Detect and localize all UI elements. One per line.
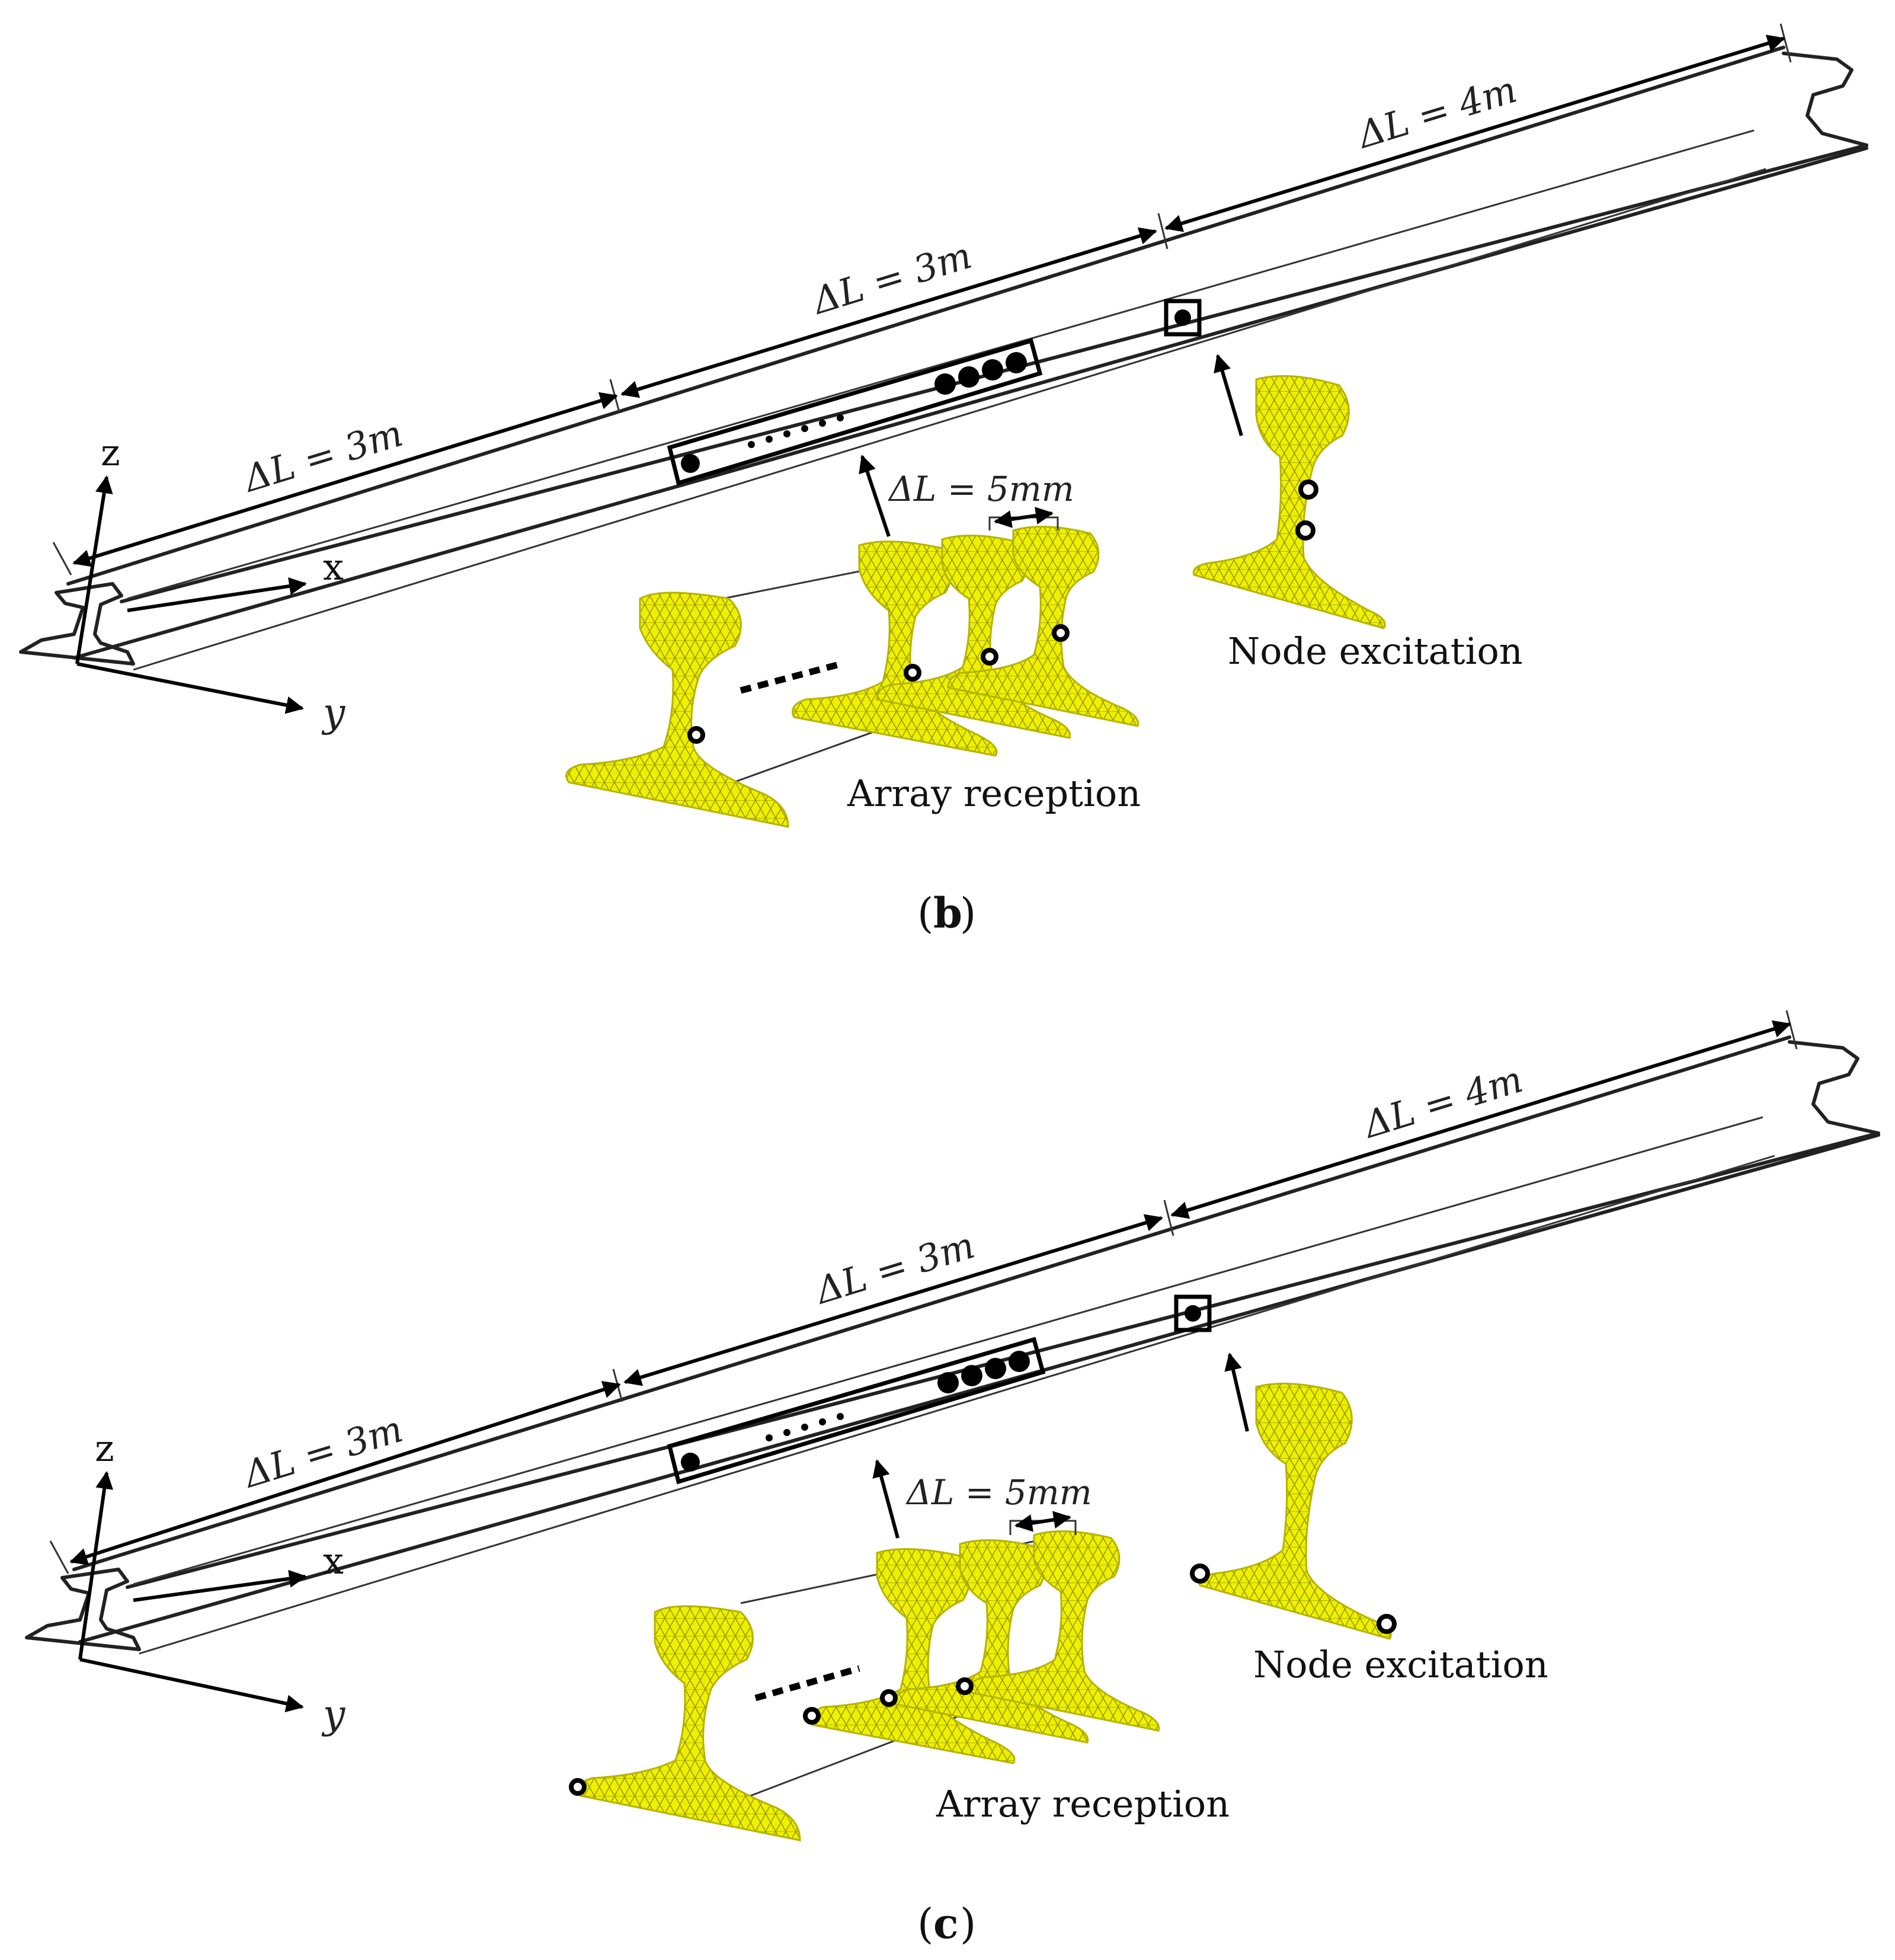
excitation-section (1190, 1382, 1397, 1640)
y-axis-arrow (76, 662, 304, 714)
panel-b: z x y ΔL = 3m ΔL = 3m ΔL = 4m (19, 23, 1868, 938)
array-sections: ΔL = 5mm (565, 469, 1139, 828)
y-axis-label: y (321, 1692, 345, 1737)
svg-text:): ) (960, 889, 976, 938)
x-axis-label: x (323, 1539, 344, 1582)
excitation-label: Node excitation (1228, 629, 1523, 673)
array-sections: ΔL = 5mm (569, 1472, 1160, 1841)
segment-1-dimension (69, 1381, 621, 1565)
segment-3-dimension (1164, 34, 1785, 232)
excitation-node-1 (1190, 1563, 1210, 1584)
reception-arrow (859, 455, 891, 537)
segment-3-dimension (1170, 1020, 1791, 1219)
receiver-array-box (667, 1336, 1046, 1485)
reception-label: Array reception (936, 1782, 1230, 1825)
spacing-label: ΔL = 5mm (888, 469, 1074, 509)
segment-1-label: ΔL = 3m (238, 1407, 408, 1497)
segment-2-dimension (620, 227, 1157, 398)
segment-2-dimension (623, 1214, 1163, 1386)
reception-arrow (872, 1459, 900, 1539)
segment-3-label: ΔL = 4m (1358, 1057, 1528, 1147)
x-axis-arrow (133, 1569, 307, 1602)
panel-c: z x y ΔL = 3m ΔL = 3m ΔL = 4m (25, 1010, 1880, 1948)
y-axis-label: y (321, 690, 345, 736)
excitation-arrow (1214, 354, 1243, 436)
svg-text:(: ( (917, 1900, 933, 1948)
excitation-node-1 (1298, 479, 1318, 500)
svg-text:(: ( (917, 889, 933, 938)
z-axis-label: z (101, 431, 120, 474)
z-axis-arrow (75, 475, 113, 664)
caption-b: ( b ) (917, 888, 976, 938)
segment-1-dimension (72, 392, 618, 567)
excitation-node-2 (1295, 520, 1315, 541)
reception-label: Array reception (847, 772, 1141, 815)
x-axis-label: x (323, 545, 344, 589)
x-axis-arrow (127, 577, 307, 612)
excitation-section (1192, 375, 1386, 629)
excitation-box (1174, 1294, 1212, 1332)
excitation-arrow (1224, 1353, 1249, 1432)
z-axis-label: z (95, 1427, 114, 1470)
y-axis-arrow (79, 1658, 304, 1713)
spacing-label: ΔL = 5mm (905, 1472, 1092, 1513)
excitation-box (1164, 299, 1202, 337)
caption-letter-c: c (933, 1899, 959, 1948)
excitation-node-2 (1377, 1614, 1397, 1634)
caption-c: ( c ) (917, 1899, 976, 1948)
caption-letter-b: b (933, 888, 962, 938)
receiver-array-box (667, 338, 1043, 486)
svg-text:): ) (960, 1900, 976, 1948)
excitation-label: Node excitation (1253, 1643, 1548, 1686)
